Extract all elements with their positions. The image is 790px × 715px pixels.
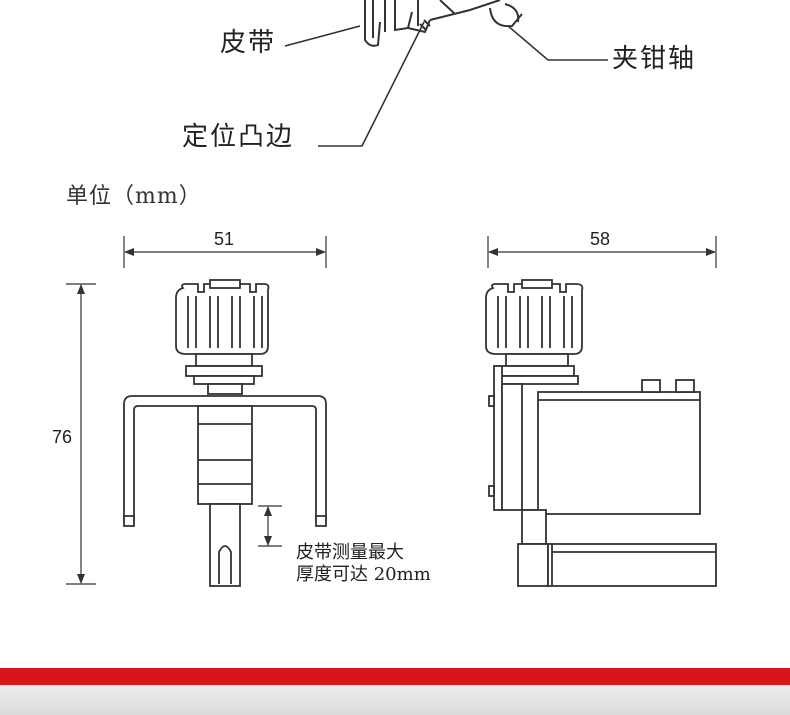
footer-red-band bbox=[0, 668, 790, 685]
note-line-1: 皮带测量最大 bbox=[296, 542, 404, 563]
note-line-2: 厚度可达 20mm bbox=[296, 564, 431, 585]
side-view bbox=[485, 279, 717, 587]
clamp-sketch-top bbox=[364, 0, 523, 47]
dim-side-width: 58 bbox=[590, 229, 611, 249]
leader-clamp-shaft bbox=[507, 25, 608, 61]
dim-front-width: 51 bbox=[214, 229, 235, 249]
callout-clamp-shaft: 夹钳轴 bbox=[612, 44, 697, 74]
belt-thickness-note: 皮带测量最大 厚度可达 20mm bbox=[296, 542, 431, 586]
dimension-lines bbox=[66, 236, 717, 585]
leader-belt bbox=[284, 25, 361, 47]
dim-height: 76 bbox=[52, 427, 73, 447]
leader-locating-flange bbox=[318, 21, 425, 147]
callout-belt: 皮带 bbox=[220, 28, 277, 58]
front-view bbox=[123, 279, 327, 587]
unit-label: 单位（mm） bbox=[66, 184, 202, 209]
leader-lines bbox=[284, 21, 608, 147]
footer-grey-band bbox=[0, 685, 790, 715]
callout-locating-flange: 定位凸边 bbox=[182, 122, 295, 152]
